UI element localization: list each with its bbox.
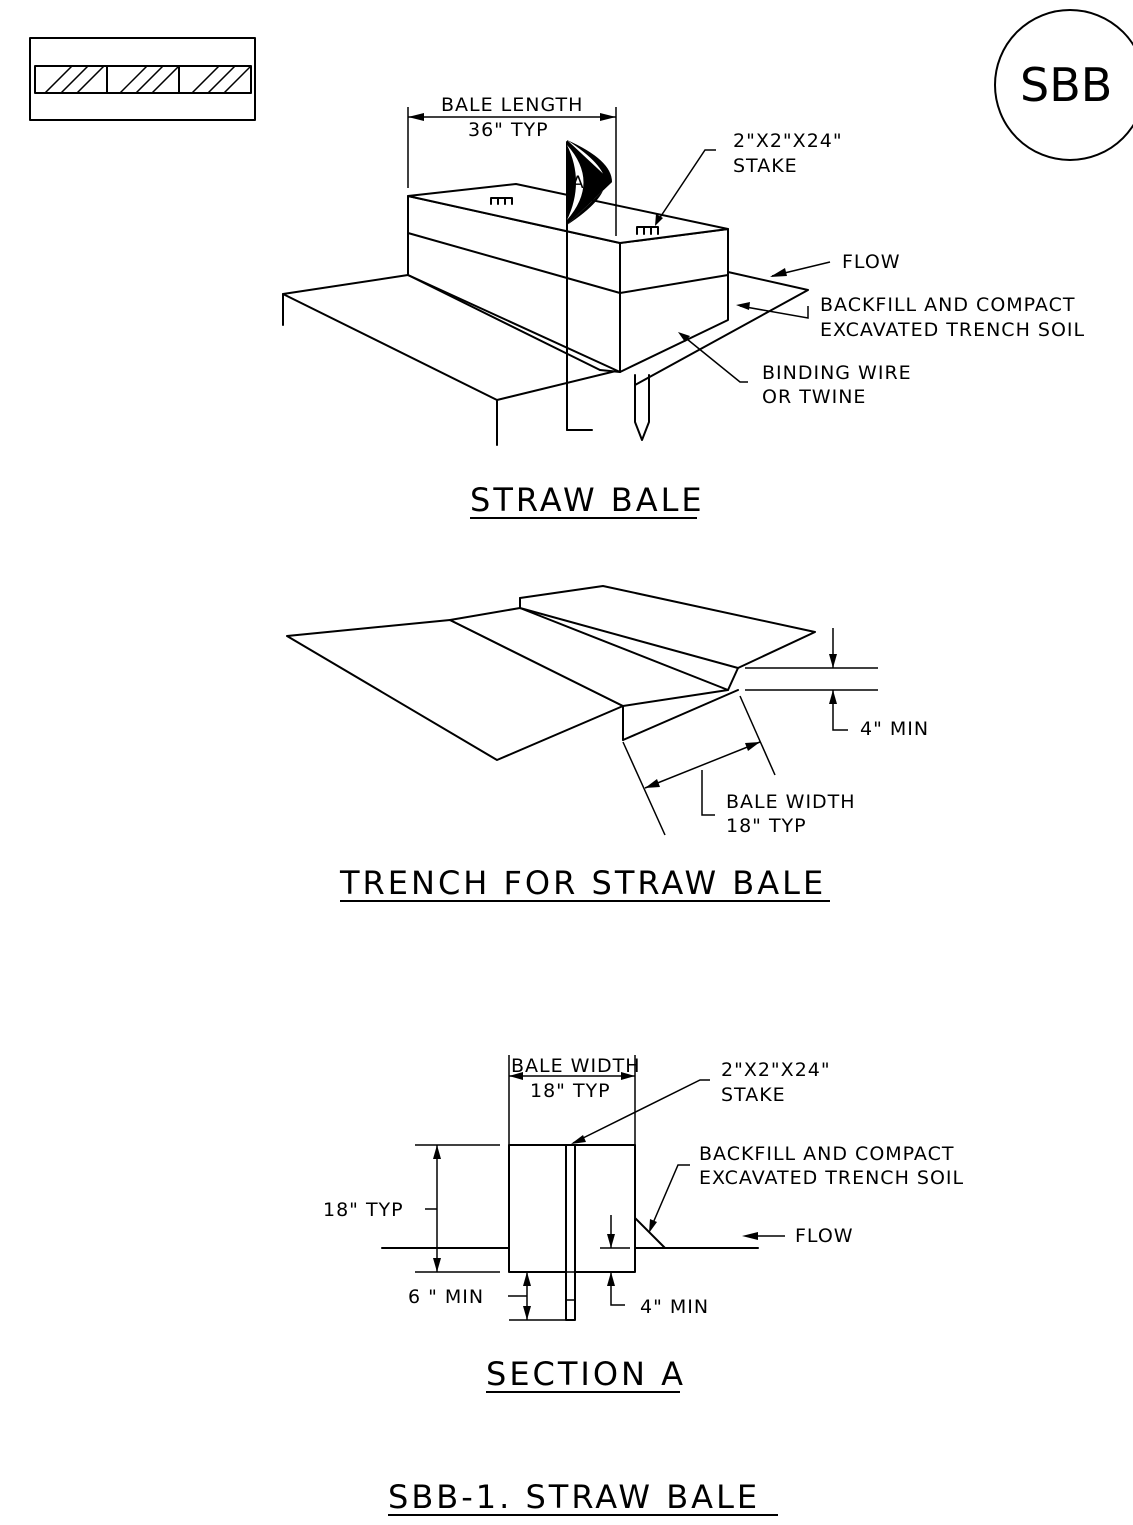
stake-top-2 (636, 226, 659, 235)
binding-wire-label-line1: BINDING WIRE (762, 362, 912, 384)
section-a-view: BALE WIDTH 18" TYP 2"X2"X24" STAKE BACKF… (323, 1055, 964, 1393)
flow-label: FLOW (842, 251, 901, 273)
section-stake-label: STAKE (721, 1084, 786, 1106)
section-marker-label: A (572, 173, 584, 193)
section-width-label-line1: BALE WIDTH (511, 1055, 641, 1077)
section-height-label: 18" TYP (323, 1199, 404, 1221)
stake-section (565, 1144, 576, 1321)
section-backfill-label-line1: BACKFILL AND COMPACT (699, 1143, 954, 1165)
section-arrow-marker (567, 140, 612, 225)
binding-wire-label-line2: OR TWINE (762, 386, 866, 408)
bale-length-value: 36" TYP (468, 119, 549, 141)
section-stake-size-label: 2"X2"X24" (721, 1059, 831, 1081)
stake-leader (656, 149, 716, 223)
sheet-title-block: SBB-1. STRAW BALE (388, 1478, 778, 1516)
trench-depth-label: 4" MIN (860, 718, 929, 740)
section-depth-arrow-bottom (610, 1272, 625, 1306)
legend-symbol (29, 37, 256, 121)
sheet-title: SBB-1. STRAW BALE (388, 1478, 760, 1516)
stake-label: STAKE (733, 155, 798, 177)
badge-text: SBB (1020, 58, 1112, 112)
section-stake-leader (572, 1079, 710, 1144)
straw-bale-title: STRAW BALE (470, 481, 705, 519)
section-flow-label: FLOW (795, 1225, 854, 1247)
backfill-leader (739, 305, 809, 319)
trench-isometric: 4" MIN BALE WIDTH 18" TYP TRENCH FOR STR… (286, 585, 929, 902)
trench-title: TRENCH FOR STRAW BALE (339, 864, 826, 902)
badge-circle (994, 9, 1133, 161)
section-a-title: SECTION A (486, 1355, 686, 1393)
section-backfill-label-line2: EXCAVATED TRENCH SOIL (699, 1167, 964, 1189)
straw-bale-isometric: A BALE LENGTH 36" TYP 2"X2"X24" STAKE FL… (282, 94, 1085, 519)
trench-depth-arrow-bottom (832, 690, 848, 731)
ground-right (634, 271, 809, 386)
trench-width-label-line1: BALE WIDTH (726, 791, 856, 813)
hatch-pattern (43, 66, 251, 93)
stake-embed-label: 6 " MIN (408, 1286, 484, 1308)
stake-top-1 (490, 197, 513, 205)
trench-width-dimension (644, 741, 761, 789)
backfill-wedge (634, 1217, 666, 1249)
backfill-label-line2: EXCAVATED TRENCH SOIL (820, 319, 1085, 341)
stake-size-label: 2"X2"X24" (733, 130, 843, 152)
section-trench-depth-label: 4" MIN (640, 1296, 709, 1318)
section-backfill-leader (649, 1164, 690, 1231)
backfill-label-line1: BACKFILL AND COMPACT (820, 294, 1075, 316)
bale-end-face (619, 228, 729, 373)
binding-wire-leader (681, 334, 748, 383)
trench-width-label-line2: 18" TYP (726, 815, 807, 837)
section-width-label-line2: 18" TYP (530, 1080, 611, 1102)
stake-bottom (634, 374, 650, 441)
detail-badge: SBB (994, 9, 1133, 161)
bale-length-label: BALE LENGTH (441, 94, 583, 116)
